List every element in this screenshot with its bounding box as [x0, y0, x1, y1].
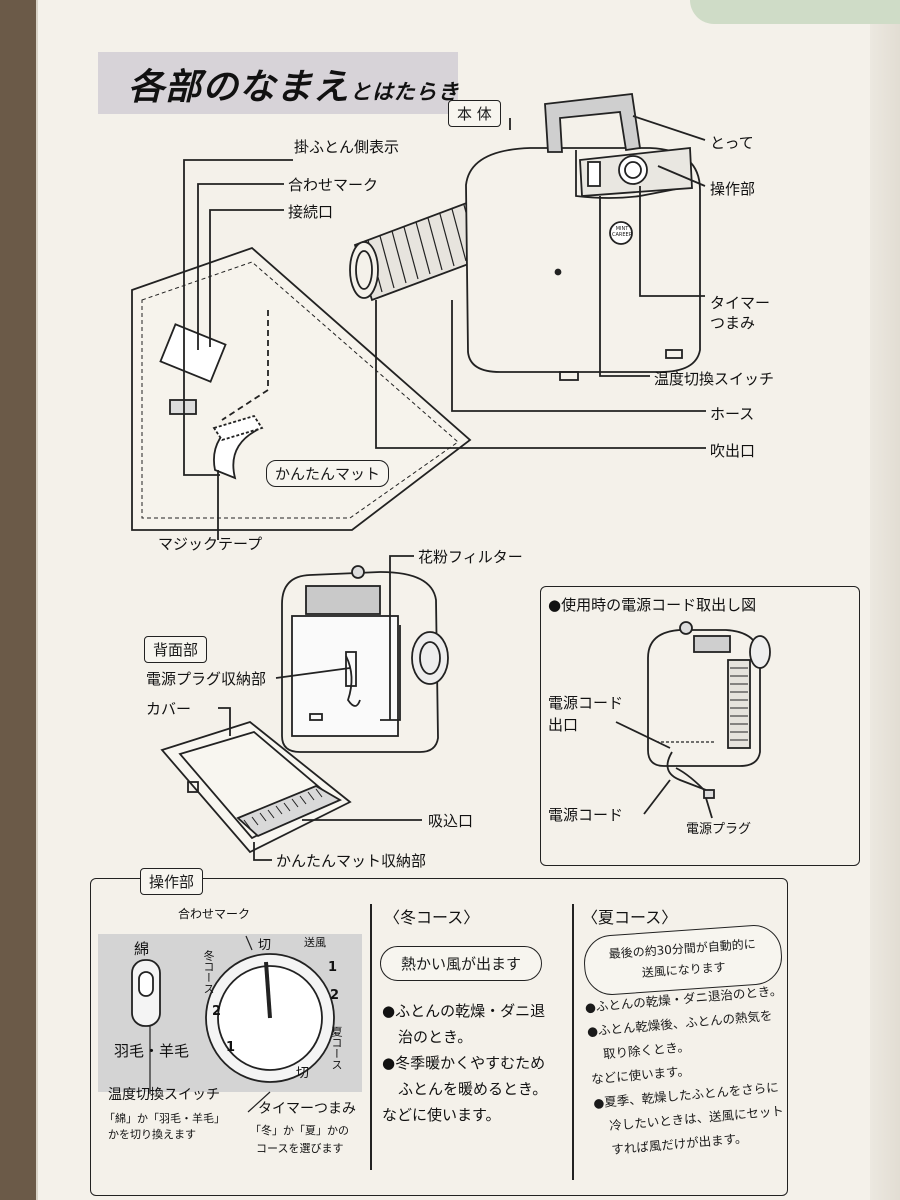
- honntai-label: 本 体: [448, 100, 501, 127]
- label-intake: 吸込口: [428, 812, 474, 830]
- label-totte: とって: [710, 134, 754, 152]
- summer-heading: 〈夏コース〉: [582, 908, 678, 927]
- label-mat-storage: かんたんマット収納部: [276, 852, 427, 870]
- label-temp-switch: 温度切換スイッチ: [654, 370, 775, 388]
- label-tsumami: つまみ: [710, 314, 756, 332]
- dial-summer: 夏コース: [330, 1026, 343, 1070]
- title-band: [98, 52, 458, 114]
- label-cord: 電源コード: [548, 806, 624, 824]
- winter-line-1: ●ふとんの乾燥・ダニ退: [382, 1002, 546, 1020]
- back-section-label: 背面部: [144, 636, 208, 663]
- dial-summer-air: 送風: [304, 936, 326, 949]
- winter-line-5: などに使います。: [382, 1106, 501, 1124]
- label-magic-tape: マジックテープ: [158, 535, 263, 553]
- label-temp-switch-ctrl: 温度切換スイッチ: [108, 1087, 220, 1103]
- label-cotton: 綿: [134, 940, 150, 958]
- dial-n1a: 1: [328, 960, 338, 975]
- mat-label: かんたんマット: [266, 460, 390, 487]
- winter-line-4: ふとんを暖めるとき。: [398, 1080, 548, 1098]
- winter-line-3: ●冬季暖かくやすむため: [382, 1054, 546, 1072]
- label-timer: タイマー: [710, 294, 771, 312]
- dial-n2a: 2: [330, 988, 340, 1003]
- switch-note-2: かを切り換えます: [108, 1128, 196, 1141]
- timer-note-2: コースを選びます: [256, 1142, 344, 1155]
- dial-n1b: 1: [226, 1040, 236, 1055]
- controls-panel: [90, 878, 788, 1196]
- label-plug: 電源プラグ: [686, 822, 752, 837]
- divider-1: [370, 904, 372, 1170]
- label-plug-storage: 電源プラグ収納部: [146, 670, 267, 688]
- label-kakefuton: 掛ふとん側表示: [294, 138, 400, 156]
- dial-off-top: 切: [258, 938, 272, 953]
- cord-box-title: ●使用時の電源コード取出し図: [548, 596, 757, 614]
- divider-2: [572, 904, 574, 1180]
- winter-heading: 〈冬コース〉: [384, 908, 480, 927]
- dial-off-bottom: 切: [296, 1066, 310, 1081]
- label-sousabu: 操作部: [710, 180, 756, 198]
- label-kafun-filter: 花粉フィルター: [418, 548, 523, 566]
- background-object: [690, 0, 900, 24]
- winter-pill: 熱かい風が出ます: [380, 946, 543, 981]
- summer-text-block: ●ふとんの乾燥・ダニ退治のとき。 ●ふとん乾燥後、ふとんの熱気を 取り除くとき。…: [584, 978, 808, 1164]
- unit-badge: MINT CAREER: [612, 226, 633, 238]
- title-main: 各部のなまえ: [128, 67, 351, 108]
- label-hose: ホース: [710, 405, 755, 423]
- page-edge-shade: [870, 0, 900, 1200]
- label-timer-knob: タイマーつまみ: [258, 1101, 356, 1117]
- label-awase-mark: 合わせマーク: [288, 176, 379, 194]
- label-cord-outlet-1: 電源コード: [548, 694, 624, 712]
- label-cord-outlet-2: 出口: [548, 716, 579, 734]
- dial-n2b: 2: [212, 1004, 222, 1019]
- label-cover: カバー: [146, 700, 192, 718]
- dial-winter: 冬コース: [202, 950, 215, 994]
- controls-section-label: 操作部: [140, 868, 204, 895]
- switch-note-1: 「綿」か「羽毛・羊毛」: [104, 1112, 225, 1125]
- label-down-wool: 羽毛・羊毛: [114, 1042, 190, 1060]
- label-fukideguchi: 吹出口: [710, 442, 756, 460]
- timer-note-1: 「冬」か「夏」かの: [250, 1124, 349, 1137]
- label-setsuzokuguchi: 接続口: [288, 203, 334, 221]
- label-align-mark: 合わせマーク: [178, 907, 251, 921]
- page-title: 各部のなまえとはたらき: [128, 58, 460, 110]
- title-sub: とはたらき: [350, 80, 460, 104]
- winter-line-2: 治のとき。: [398, 1028, 473, 1046]
- cord-diagram-box: [540, 586, 860, 866]
